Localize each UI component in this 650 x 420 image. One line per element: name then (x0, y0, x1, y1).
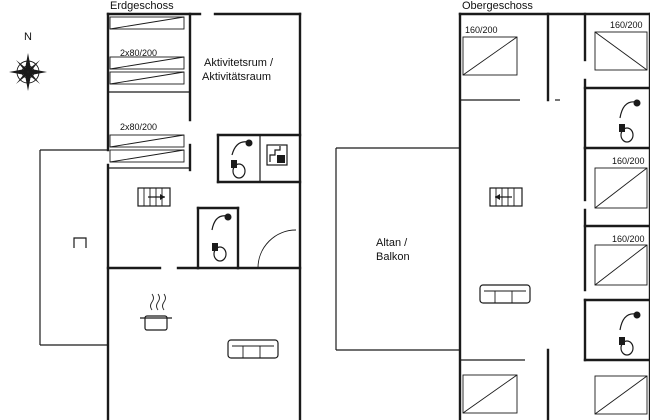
ground-terrace-outline (39, 149, 108, 346)
upper-stairs-icon (489, 187, 523, 207)
ground-sofa-icon (227, 339, 279, 359)
ground-outer-walls (106, 12, 302, 420)
upper-outer-walls (458, 12, 650, 420)
upper-sofa-icon (479, 284, 531, 304)
ground-interior-walls (106, 12, 302, 270)
ground-bed-label-1: 2x80/200 (120, 48, 157, 58)
ground-stairs-icon (137, 187, 171, 207)
upper-toilet-icon-2 (619, 337, 634, 356)
upper-bed-label-tr: 160/200 (610, 20, 643, 30)
upper-bed-r2 (594, 167, 648, 209)
upper-bed-tr (594, 31, 648, 71)
ground-bed-1 (109, 56, 185, 85)
ground-toilet-icon-1 (231, 160, 246, 179)
upper-bed-bl (462, 374, 518, 414)
compass-rose: N (9, 31, 47, 91)
upper-toilet-icon-1 (619, 124, 634, 143)
upper-shower-icon-2 (619, 311, 641, 331)
upper-bed-r3 (594, 244, 648, 286)
ground-room-label-line2: Aktivitätsraum (202, 71, 271, 83)
compass-star-icon (9, 53, 47, 91)
ground-kitchen-stove-icon (140, 293, 172, 331)
upper-shower-icon-1 (619, 99, 641, 119)
compass-north-label: N (24, 31, 32, 43)
upper-balcony-label-line1: Altan / (376, 237, 408, 249)
ground-floor: Erdgeschoss (39, 0, 302, 420)
upper-bed-label-tl: 160/200 (465, 25, 498, 35)
ground-toilet-icon-2 (212, 243, 227, 262)
upper-balcony-outline (335, 147, 460, 351)
terrace-table-icon (73, 237, 87, 248)
upper-floor: Obergeschoss Altan / Balkon (335, 0, 650, 420)
upper-interior-walls (460, 12, 650, 420)
ground-bed-2 (109, 134, 185, 163)
ground-bed-label-2: 2x80/200 (120, 122, 157, 132)
ground-room-label-line1: Aktivitetsrum / (204, 57, 274, 69)
upper-bed-label-r2: 160/200 (612, 156, 645, 166)
ground-door-swing (257, 229, 297, 269)
ground-floor-title: Erdgeschoss (110, 0, 174, 12)
ground-sauna-icon (266, 144, 288, 166)
ground-shower-icon-1 (231, 139, 253, 156)
upper-bed-tl (462, 36, 518, 76)
upper-balcony-label-line2: Balkon (376, 251, 410, 263)
upper-bed-label-r3: 160/200 (612, 234, 645, 244)
upper-floor-title: Obergeschoss (462, 0, 533, 12)
ground-shower-icon-2 (211, 213, 232, 231)
upper-bed-br (594, 375, 648, 415)
